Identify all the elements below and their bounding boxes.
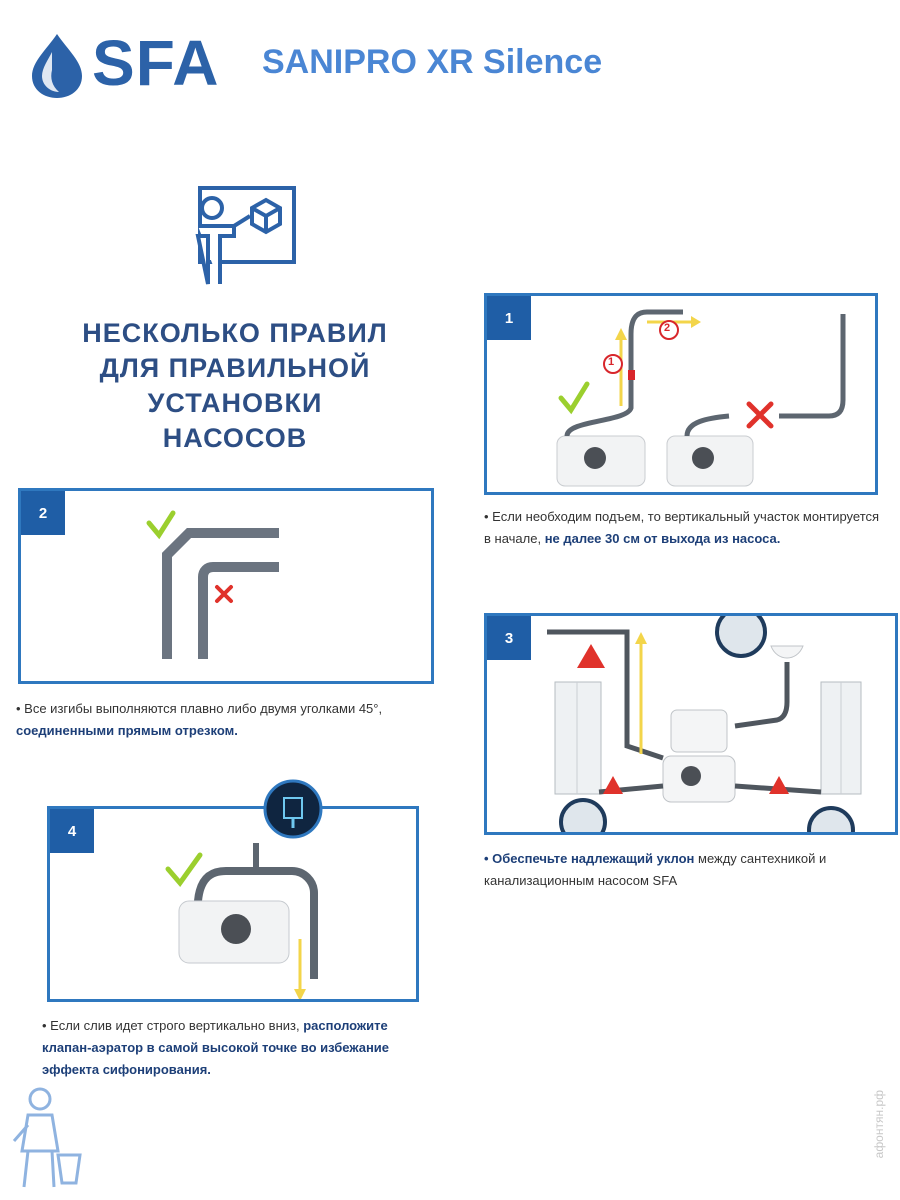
panel-4: 4 xyxy=(47,806,419,1002)
cross-icon xyxy=(215,585,233,603)
panel-2-caption: • Все изгибы выполняются плавно либо дву… xyxy=(16,698,426,742)
site-watermark: афонтян.рф xyxy=(872,1090,886,1159)
caption-bold: • Обеспечьте надлежащий уклон xyxy=(484,851,695,866)
warning-icon xyxy=(577,644,605,668)
step-2-label: 2 xyxy=(664,322,671,334)
caption-text: • Все изгибы выполняются плавно либо дву… xyxy=(16,701,383,716)
headline-line: УСТАНОВКИ xyxy=(147,388,323,418)
panel-4-caption: • Если слив идет строго вертикально вниз… xyxy=(42,1015,422,1081)
caption-text: • Если слив идет строго вертикально вниз… xyxy=(42,1018,304,1033)
panel-number: 4 xyxy=(50,809,94,853)
caption-bold: не далее 30 см от выхода из насоса. xyxy=(544,531,781,546)
product-title: SANIPRO XR Silence xyxy=(262,43,603,81)
panel-3: 3 xyxy=(484,613,898,835)
headline-line: НЕСКОЛЬКО ПРАВИЛ xyxy=(82,318,388,348)
panel-3-caption: • Обеспечьте надлежащий уклон между сант… xyxy=(484,848,892,892)
caption-text: между сантехникой и канализационным насо… xyxy=(484,851,827,888)
headline-line: ДЛЯ ПРАВИЛЬНОЙ xyxy=(99,353,371,383)
page-headline: НЕСКОЛЬКО ПРАВИЛ ДЛЯ ПРАВИЛЬНОЙ УСТАНОВК… xyxy=(40,316,430,456)
panel-number: 1 xyxy=(487,296,531,340)
brand-name: SFA xyxy=(92,27,220,99)
panel-2: 2 xyxy=(18,488,434,684)
plumber-mascot-icon xyxy=(12,1087,82,1188)
warning-icon xyxy=(603,776,623,794)
panel-2-illustration xyxy=(146,510,279,659)
step-1-label: 1 xyxy=(608,356,615,368)
caption-text: • Если необходим подъем, то вертикальный… xyxy=(484,509,880,546)
panel-1-caption: • Если необходим подъем, то вертикальный… xyxy=(484,506,884,550)
panel-number: 2 xyxy=(21,491,65,535)
panel-number: 3 xyxy=(487,616,531,660)
check-icon xyxy=(165,852,203,888)
aerator-valve-icon xyxy=(263,779,323,839)
drain-icon xyxy=(559,798,607,832)
headline-line: НАСОСОВ xyxy=(162,423,308,453)
warning-icon xyxy=(769,776,789,794)
presentation-icon xyxy=(195,186,296,285)
panel-1-illustration xyxy=(556,309,846,487)
sfa-logo: SFA xyxy=(22,27,242,100)
check-icon xyxy=(146,510,176,540)
check-icon xyxy=(558,381,590,415)
panel-1: 1 1 2 xyxy=(484,293,878,495)
caption-bold: расположите клапан-аэратор в самой высок… xyxy=(42,1018,390,1077)
drain-icon xyxy=(715,616,767,658)
drain-icon xyxy=(807,806,855,832)
water-drop-icon xyxy=(32,34,82,98)
cross-icon xyxy=(746,401,774,429)
panel-3-illustration xyxy=(547,616,862,832)
panel-4-illustration xyxy=(165,843,318,999)
caption-bold: соединенными прямым отрезком. xyxy=(16,723,238,738)
